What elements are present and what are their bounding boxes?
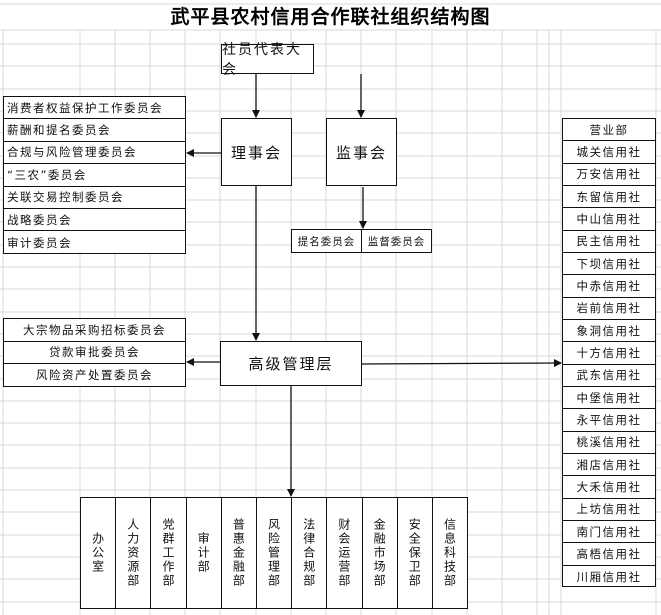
branch-item: 武东信用社 — [563, 365, 655, 387]
branch-item: 上坊信用社 — [563, 499, 655, 521]
management-committees-list: 大宗物品采购招标委员会 贷款审批委员会 风险资产处置委员会 — [3, 318, 186, 387]
department-label: 金融市场部 — [372, 518, 387, 588]
branch-item: 南门信用社 — [563, 521, 655, 544]
senior-management-label: 高级管理层 — [248, 355, 334, 373]
branch-item: 营业部 — [563, 119, 655, 142]
departments-row: 办公室 人力资源部 党群工作部 审计部 普惠金融部 风险管理部 法律合规部 财会运营部 金融市场… — [80, 497, 468, 609]
department-item: 办公室 — [81, 498, 115, 608]
board-of-supervisors-box: 监事会 — [326, 118, 397, 186]
department-label: 法律合规部 — [301, 518, 316, 588]
department-item: 财会运营部 — [326, 498, 361, 608]
branch-item: 东留信用社 — [563, 186, 655, 209]
branch-item: 川厢信用社 — [576, 569, 642, 584]
department-label: 安全保卫部 — [407, 518, 422, 588]
branch-item: 大禾信用社 — [563, 476, 655, 499]
department-label: 信息科技部 — [442, 518, 457, 588]
senior-management-box: 高级管理层 — [220, 341, 362, 386]
management-committee-item: 大宗物品采购招标委员会 — [4, 319, 185, 342]
department-label: 普惠金融部 — [231, 518, 246, 588]
department-label: 审计部 — [196, 532, 211, 574]
department-item: 风险管理部 — [255, 498, 291, 608]
branches-list: 营业部城关信用社万安信用社东留信用社中山信用社民主信用社下坝信用社中赤信用社岩前… — [562, 118, 656, 587]
department-label: 党群工作部 — [160, 518, 175, 588]
department-item: 党群工作部 — [150, 498, 185, 608]
branch-item: 下坝信用社 — [563, 253, 655, 276]
supervisory-committees: 提名委员会 监督委员会 — [291, 229, 432, 253]
branch-item: 桃溪信用社 — [563, 432, 655, 454]
branch-item: 民主信用社 — [563, 231, 655, 253]
management-committee-item: 贷款审批委员会 — [4, 342, 185, 364]
department-item: 普惠金融部 — [220, 498, 256, 608]
branch-item: 城关信用社 — [563, 141, 655, 164]
branch-item: 中山信用社 — [563, 208, 655, 231]
board-committee-item: 合规与风险管理委员会 — [4, 142, 185, 165]
board-committee-item: 关联交易控制委员会 — [4, 187, 185, 209]
members-assembly-box: 社员代表大会 — [221, 42, 314, 78]
supervisory-committee-item: 监督委员会 — [361, 230, 431, 252]
board-committee-item: “三农”委员会 — [4, 164, 185, 187]
department-item: 金融市场部 — [361, 498, 397, 608]
department-item: 信息科技部 — [431, 498, 467, 608]
department-item: 审计部 — [185, 498, 221, 608]
department-item: 安全保卫部 — [396, 498, 432, 608]
department-label: 办公室 — [90, 532, 105, 574]
department-label: 财会运营部 — [336, 518, 351, 588]
board-of-directors-box: 理事会 — [221, 118, 292, 186]
members-assembly-label: 社员代表大会 — [222, 42, 302, 78]
branch-item: 象洞信用社 — [563, 320, 655, 343]
department-label: 风险管理部 — [266, 518, 281, 588]
department-item: 法律合规部 — [291, 498, 326, 608]
board-of-supervisors-label: 监事会 — [335, 143, 387, 162]
branch-item: 万安信用社 — [563, 164, 655, 186]
board-committee-item: 消费者权益保护工作委员会 — [4, 97, 185, 120]
branch-item: 中赤信用社 — [563, 275, 655, 298]
board-committee-item: 审计委员会 — [7, 235, 72, 250]
branch-item: 中堡信用社 — [563, 387, 655, 410]
department-item: 人力资源部 — [115, 498, 150, 608]
board-committees-list: 消费者权益保护工作委员会 薪酬和提名委员会 合规与风险管理委员会 “三农”委员会… — [3, 96, 186, 254]
branch-item: 永平信用社 — [563, 409, 655, 432]
board-committee-item: 战略委员会 — [4, 209, 185, 232]
department-label: 人力资源部 — [125, 518, 140, 588]
branch-item: 岩前信用社 — [563, 298, 655, 320]
chart-title: 武平县农村信用合作联社组织结构图 — [170, 6, 491, 28]
board-committee-item: 薪酬和提名委员会 — [4, 119, 185, 142]
branch-item: 湘店信用社 — [563, 454, 655, 477]
branch-item: 十方信用社 — [563, 342, 655, 365]
supervisory-committee-item: 提名委员会 — [297, 235, 356, 248]
branch-item: 高梧信用社 — [563, 543, 655, 566]
management-committee-item: 风险资产处置委员会 — [36, 368, 153, 383]
board-of-directors-label: 理事会 — [230, 143, 282, 162]
